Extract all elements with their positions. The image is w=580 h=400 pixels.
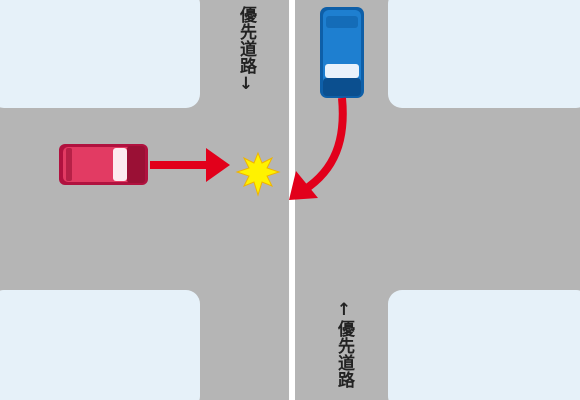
blue-car-path-arrow — [289, 97, 347, 200]
red-car-icon — [59, 144, 148, 185]
down-arrow-icon: ↓ — [238, 74, 254, 94]
red-car-path-arrow — [150, 148, 230, 182]
up-arrow-icon: ↑ — [336, 300, 352, 320]
sidewalk-bottom-right — [388, 290, 580, 400]
sidewalk-top-left — [0, 0, 200, 108]
center-line — [289, 0, 295, 400]
priority-road-text-bottom: 優先道路 — [334, 320, 354, 388]
priority-road-label-bottom: ↑優先道路 — [330, 300, 354, 388]
sidewalk-bottom-left — [0, 290, 200, 400]
collision-star-icon — [235, 151, 281, 197]
priority-road-label-top: 優先道路↓ — [232, 6, 256, 94]
priority-road-text-top: 優先道路 — [236, 6, 256, 74]
sidewalk-top-right — [388, 0, 580, 108]
blue-car-icon — [320, 7, 364, 98]
